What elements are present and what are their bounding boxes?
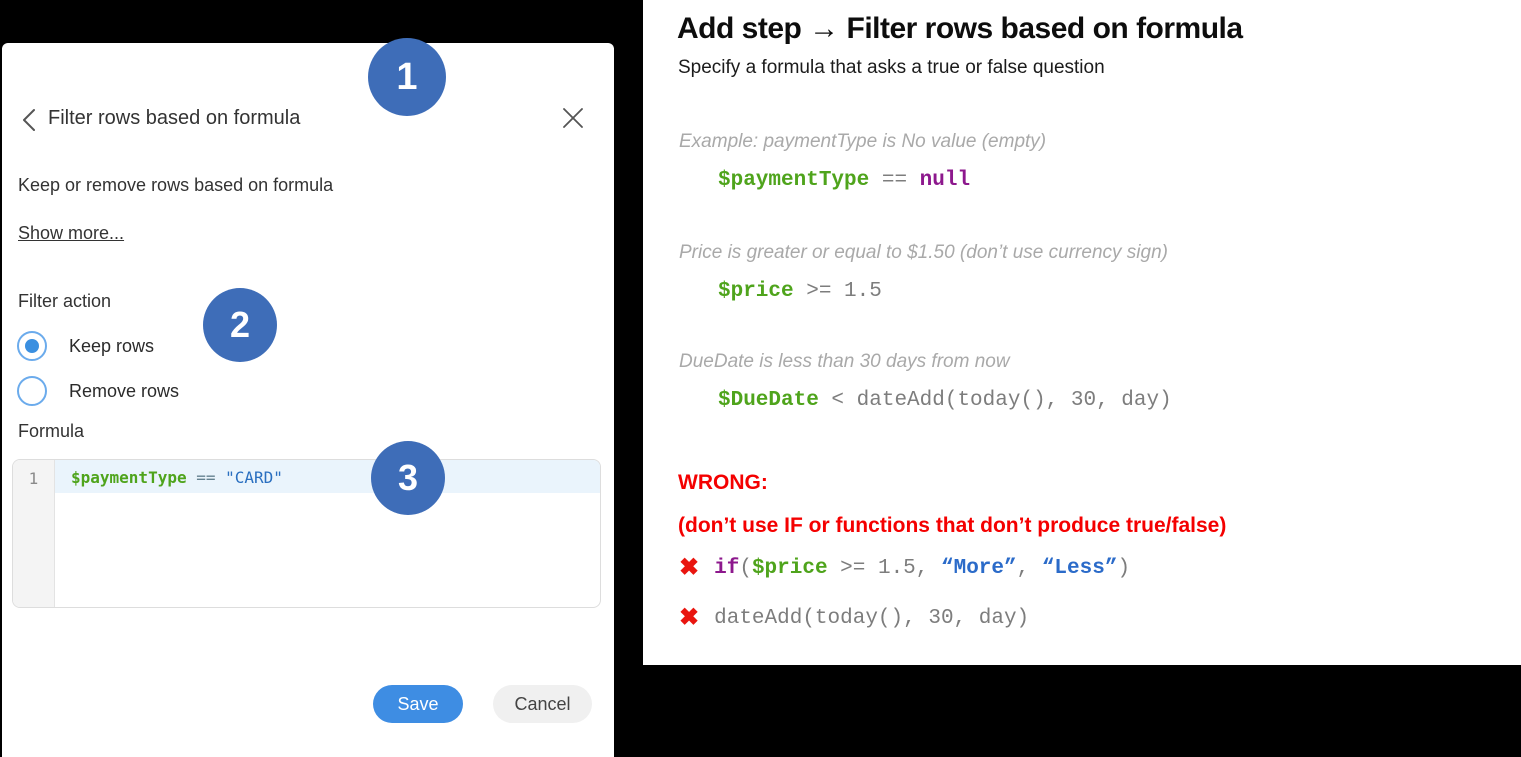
x-mark-icon: ✖ [679, 554, 700, 581]
radio-remove-rows[interactable]: Remove rows [17, 376, 179, 406]
example-code: $price >= 1.5 [718, 280, 882, 303]
doc-subtitle: Specify a formula that asks a true or fa… [678, 57, 1105, 78]
example-code: $DueDate < dateAdd(today(), 30, day) [718, 389, 1172, 412]
show-more-link[interactable]: Show more... [18, 223, 125, 243]
example-code: $paymentType == null [718, 169, 971, 192]
doc-title: Add step → Filter rows based on formula [677, 12, 1243, 45]
example-caption: Example: paymentType is No value (empty) [679, 131, 1047, 152]
dialog-title: Filter rows based on formula [48, 107, 301, 129]
wrong-note: (don’t use IF or functions that don’t pr… [678, 514, 1227, 537]
editor-active-line: $paymentType == "CARD" [55, 460, 600, 493]
radio-remove-rows-label: Remove rows [69, 380, 180, 401]
radio-keep-rows[interactable]: Keep rows [17, 331, 154, 361]
radio-keep-rows-label: Keep rows [69, 335, 155, 356]
editor-line-number: 1 [13, 460, 55, 607]
radio-selected-icon [17, 331, 47, 361]
callout-badge-2: 2 [203, 288, 277, 362]
cancel-button[interactable]: Cancel [493, 685, 592, 723]
example-caption: Price is greater or equal to $1.50 (don’… [679, 242, 1168, 263]
dialog-description: Keep or remove rows based on formula [18, 175, 334, 195]
documentation-panel: Add step → Filter rows based on formula … [643, 0, 1521, 665]
filter-action-label: Filter action [18, 291, 112, 311]
wrong-example-row: ✖ dateAdd(today(), 30, day) [679, 606, 1029, 630]
wrong-example-row: ✖ if($price >= 1.5, “More”, “Less”) [679, 556, 1130, 580]
radio-unselected-icon [17, 376, 47, 406]
example-caption: DueDate is less than 30 days from now [679, 351, 1010, 372]
formula-label: Formula [18, 421, 85, 441]
callout-badge-3: 3 [371, 441, 445, 515]
wrong-example-code: dateAdd(today(), 30, day) [714, 606, 1030, 630]
callout-badge-1: 1 [368, 38, 446, 116]
back-icon[interactable] [18, 106, 42, 134]
filter-rows-dialog: Filter rows based on formula Keep or rem… [2, 43, 614, 757]
x-mark-icon: ✖ [679, 604, 700, 631]
close-icon[interactable] [560, 105, 586, 131]
save-button[interactable]: Save [373, 685, 463, 723]
formula-code-editor[interactable]: 1 $paymentType == "CARD" [12, 459, 601, 608]
editor-code-area[interactable]: $paymentType == "CARD" [55, 460, 600, 607]
wrong-example-code: if($price >= 1.5, “More”, “Less”) [714, 556, 1131, 580]
wrong-heading: WRONG: [678, 471, 768, 494]
